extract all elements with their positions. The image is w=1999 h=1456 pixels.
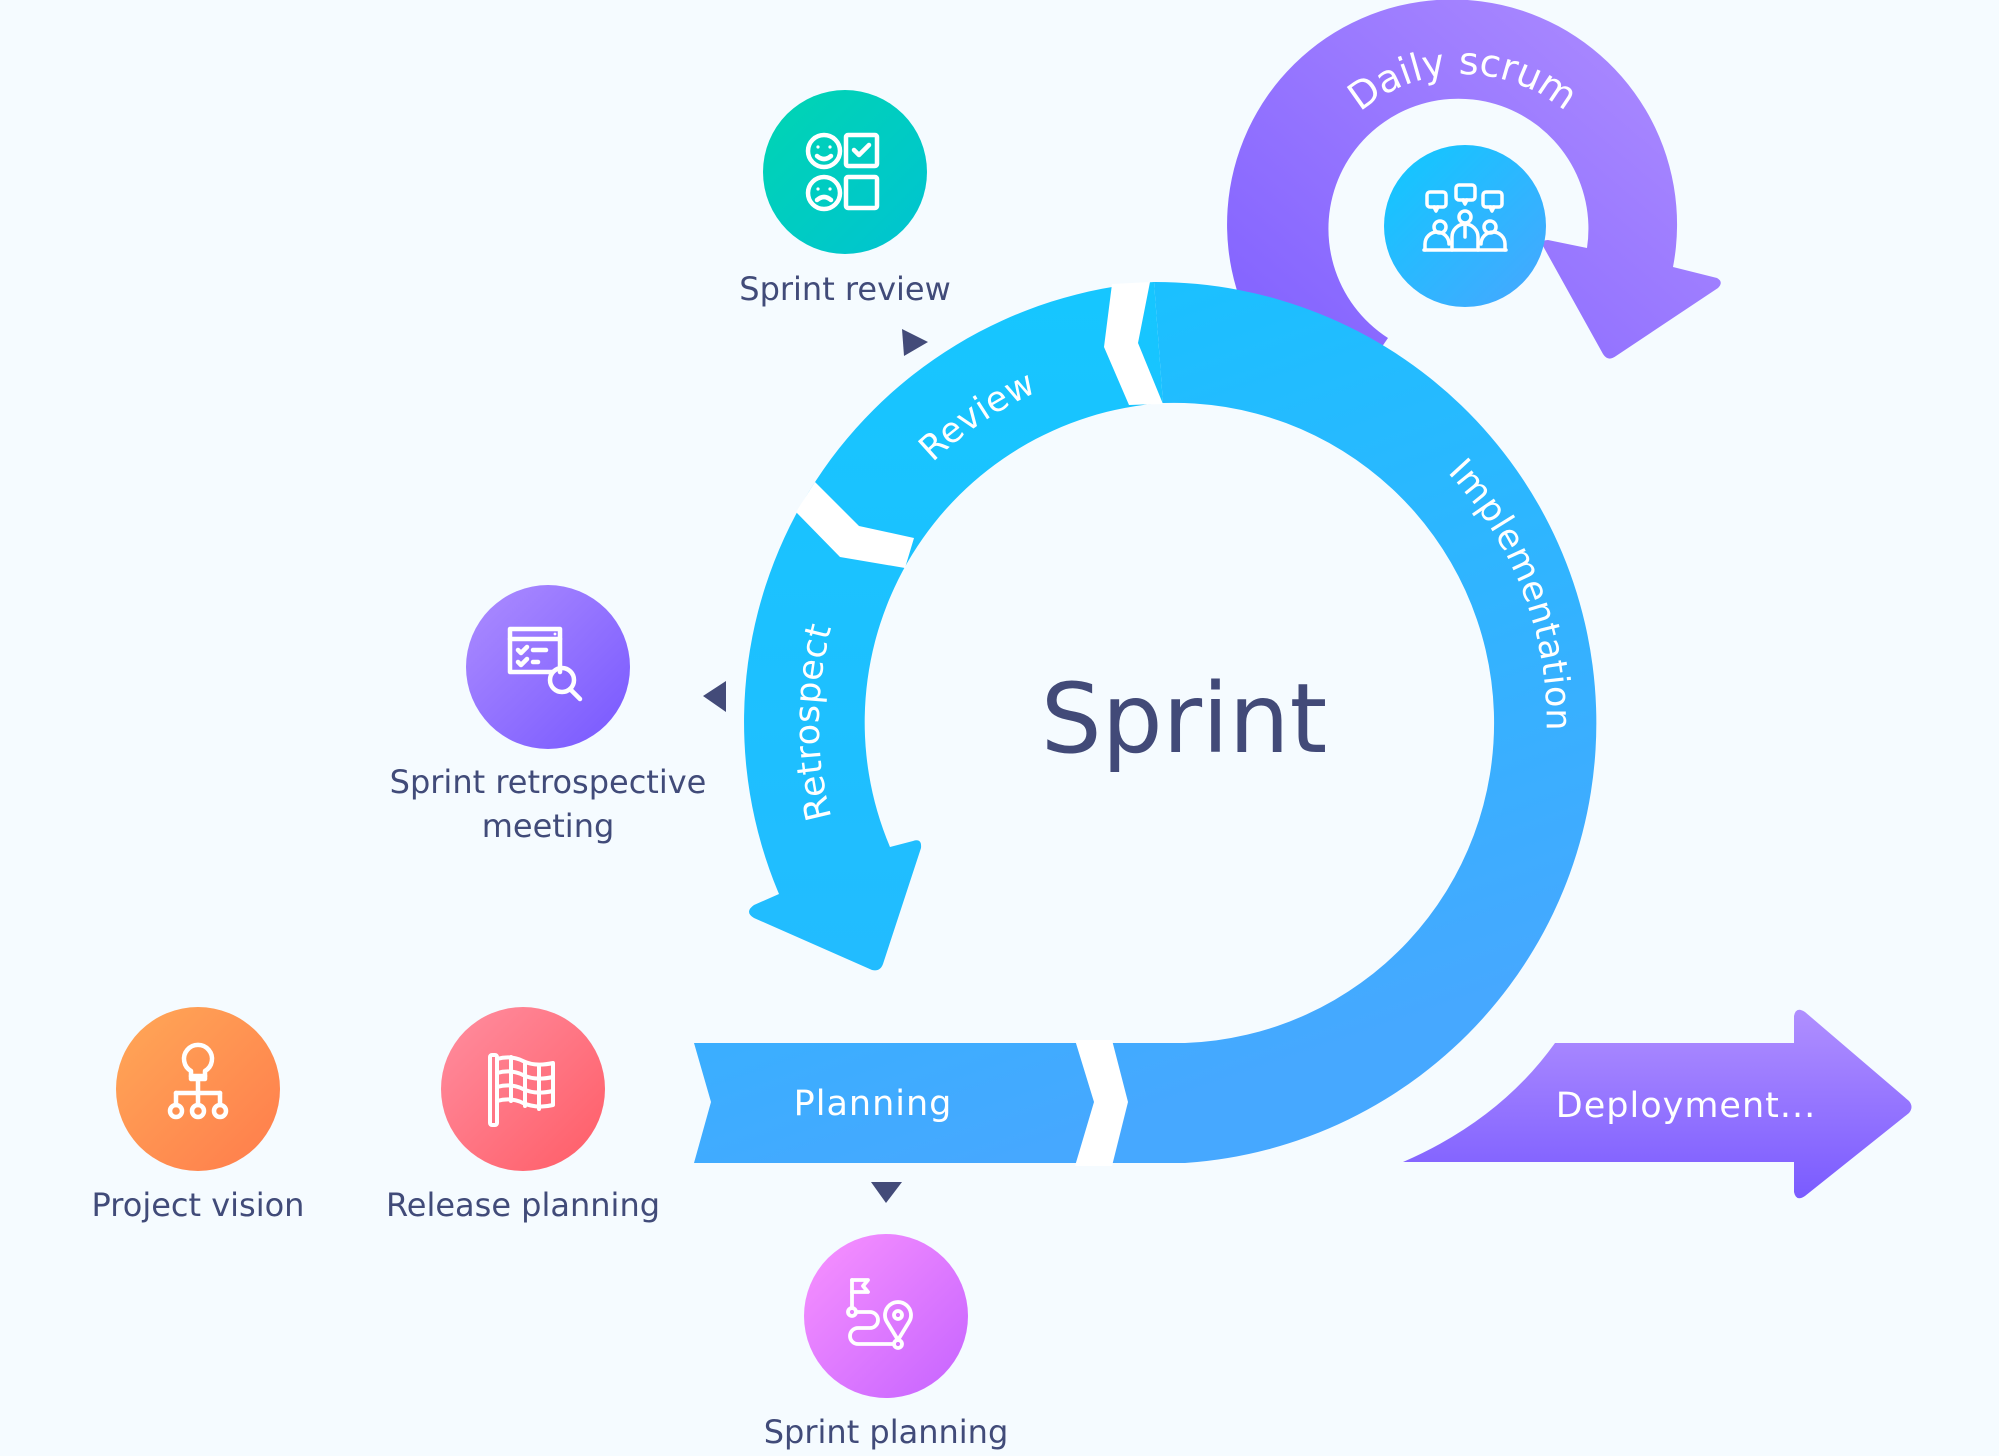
sprint-review-label: Sprint review — [739, 270, 951, 308]
sprint-retrospective-label-line2: meeting — [482, 807, 615, 845]
project-vision-node[interactable]: Project vision — [92, 1007, 305, 1224]
review-retrospect-band — [744, 282, 1163, 971]
release-planning-label: Release planning — [386, 1186, 660, 1224]
sprint-retrospective-node[interactable]: Sprint retrospective meeting — [390, 585, 707, 845]
checkered-flag-icon — [488, 1053, 555, 1127]
daily-scrum-node[interactable] — [1384, 145, 1546, 307]
feedback-checklist-icon — [805, 132, 880, 212]
checklist-search-icon — [507, 626, 583, 702]
planning-marker-triangle — [871, 1182, 902, 1203]
deployment-label: Deployment... — [1556, 1086, 1816, 1126]
separator-implementation-review — [1104, 282, 1163, 405]
project-vision-label: Project vision — [92, 1186, 305, 1224]
sprint-review-node[interactable]: Sprint review — [739, 90, 951, 308]
release-planning-node[interactable]: Release planning — [386, 1007, 660, 1224]
deployment-arrow: Deployment... — [1403, 1009, 1912, 1199]
separator-review-retrospect — [796, 482, 914, 568]
route-map-icon — [846, 1278, 913, 1350]
separator-planning-implementation — [1075, 1040, 1128, 1166]
sprint-planning-label: Sprint planning — [764, 1413, 1009, 1451]
implementation-band — [694, 281, 1597, 1163]
lightbulb-hierarchy-icon — [167, 1042, 229, 1120]
retrospect-marker-triangle — [703, 681, 726, 712]
planning-label: Planning — [794, 1084, 953, 1124]
daily-scrum-loop-arrow — [1227, 0, 1721, 416]
sprint-planning-node[interactable]: Sprint planning — [764, 1234, 1009, 1451]
sprint-cycle — [694, 281, 1597, 1166]
sprint-title: Sprint — [1041, 663, 1328, 775]
team-discussion-icon — [1422, 183, 1508, 252]
sprint-retrospective-label-line1: Sprint retrospective — [390, 763, 707, 801]
review-marker-triangle — [902, 329, 928, 356]
